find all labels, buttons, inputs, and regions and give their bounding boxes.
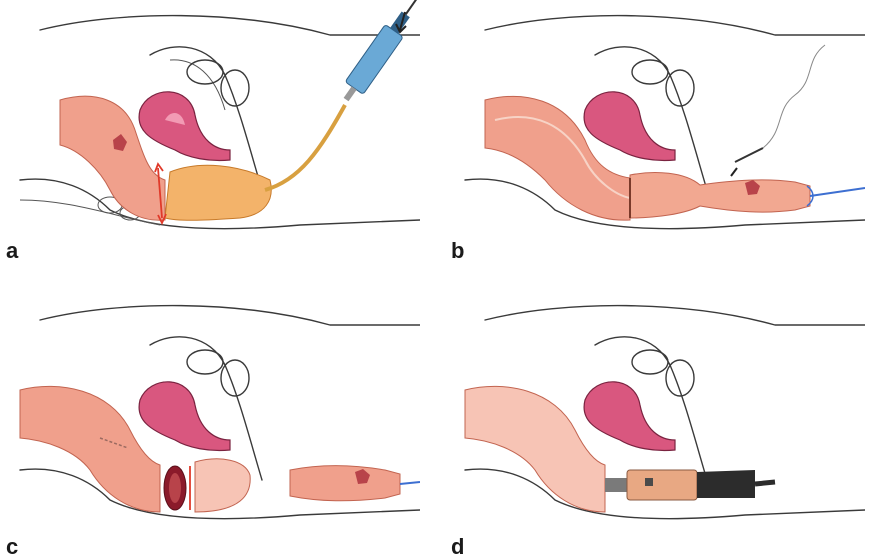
anvil-center [169,473,181,503]
resected-specimen [290,466,400,501]
panel-d-illustration [445,290,865,550]
panel-b-illustration [445,0,865,260]
panel-b: b [445,0,865,260]
needle [735,148,763,162]
rectal-segment [630,172,810,218]
panel-a: a [0,0,420,260]
body-outline-upper [40,16,420,35]
panel-label: b [451,240,464,262]
panel-label: a [6,240,18,262]
panel-c: c [0,290,420,550]
bone-segment [187,60,223,84]
bone-segment [632,60,668,84]
guide-wire [400,482,420,484]
bone-segment [632,350,668,374]
panel-c-illustration [0,290,420,550]
suture [763,45,825,148]
bone-segment [187,350,223,374]
guide-wire [810,188,865,196]
tube [265,105,345,190]
uterus [139,92,230,161]
suture-arrow [731,168,737,176]
body-outline-upper [485,306,865,325]
uterus [584,382,675,451]
body-outline-upper [485,16,865,35]
panel-label: d [451,536,464,558]
panel-label: c [6,536,18,558]
bowel-segment [165,165,271,220]
panel-d: d [445,290,865,550]
stapler-shaft [697,470,755,498]
uterus [139,382,230,451]
stapler-window [645,478,653,486]
stapler-head [627,470,697,500]
stapler-handle [755,482,775,484]
anvil-shaft [605,478,627,492]
panel-a-illustration [0,0,420,260]
body-outline-upper [40,306,420,325]
uterus [584,92,675,161]
syringe [337,0,420,106]
rectal-stump [195,459,250,512]
